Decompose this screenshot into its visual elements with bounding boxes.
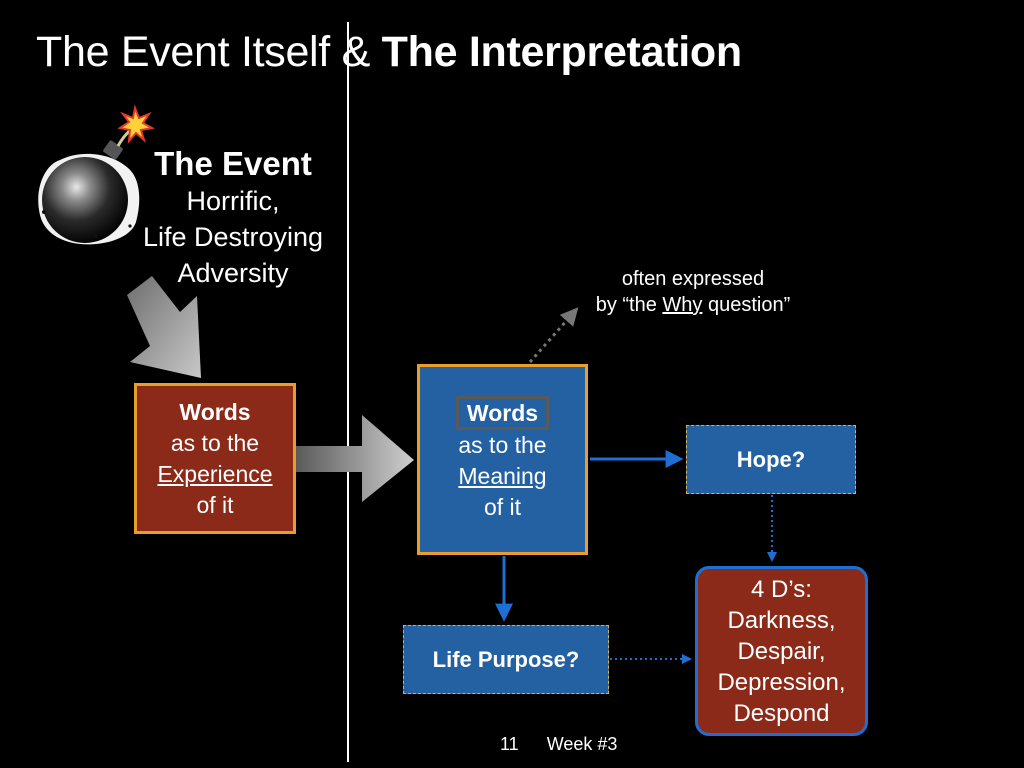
meaning-line-2: as to the: [458, 432, 547, 458]
event-line-1: Horrific,: [186, 186, 280, 216]
event-line-2: Life Destroying: [142, 222, 324, 252]
life-purpose-label: Life Purpose?: [432, 646, 580, 672]
note-line-1: often expressed: [621, 268, 765, 290]
hope-box: Hope?: [686, 425, 856, 494]
event-line-3: Adversity: [177, 258, 289, 288]
spark-icon: [117, 104, 155, 144]
hope-label: Hope?: [736, 446, 806, 472]
meaning-keyword: Meaning: [458, 463, 547, 489]
vertical-divider: [347, 22, 349, 762]
title-part-interpretation: The Interpretation: [381, 28, 742, 76]
fourd-line-3: Despair,: [737, 637, 826, 665]
four-ds-box: 4 D’s: Darkness, Despair, Depression, De…: [695, 566, 868, 736]
week-label: Week #3: [546, 734, 618, 754]
note-line-2-post: question”: [702, 294, 791, 316]
event-heading: The Event: [154, 145, 312, 182]
fourd-line-5: Despond: [733, 699, 830, 727]
fourd-line-4: Depression,: [717, 668, 846, 696]
note-line-2-pre: by “the: [595, 294, 663, 316]
experience-line-4: of it: [196, 491, 234, 518]
experience-words: Words: [179, 398, 251, 425]
event-description: The Event Horrific, Life Destroying Adve…: [130, 145, 336, 291]
gray-arrow-down: [127, 276, 201, 378]
title-part-event: The Event Itself: [36, 28, 330, 76]
title-ampersand: &: [341, 28, 371, 76]
note-line-2: by “the Why question”: [568, 292, 818, 318]
meaning-words: Words: [455, 396, 550, 430]
experience-box: Words as to the Experience of it: [134, 383, 296, 534]
note-why: Why: [662, 294, 703, 316]
why-question-note: often expressed by “the Why question”: [568, 266, 818, 318]
slide-title: The Event Itself & The Interpretation: [36, 28, 742, 76]
meaning-line-4: of it: [483, 494, 522, 520]
fourd-line-1: 4 D’s:: [751, 575, 812, 603]
page-number: 11: [500, 734, 519, 754]
dotted-arrow-to-note: [528, 307, 579, 363]
gray-arrow-right: [296, 415, 414, 502]
experience-line-2: as to the: [170, 429, 260, 456]
fourd-line-2: Darkness,: [727, 606, 836, 634]
meaning-box: Words as to the Meaning of it: [417, 364, 588, 555]
life-purpose-box: Life Purpose?: [403, 625, 609, 694]
slide-footer: 11 Week #3: [500, 734, 645, 755]
experience-keyword: Experience: [157, 460, 273, 487]
bomb-icon: [38, 104, 155, 245]
